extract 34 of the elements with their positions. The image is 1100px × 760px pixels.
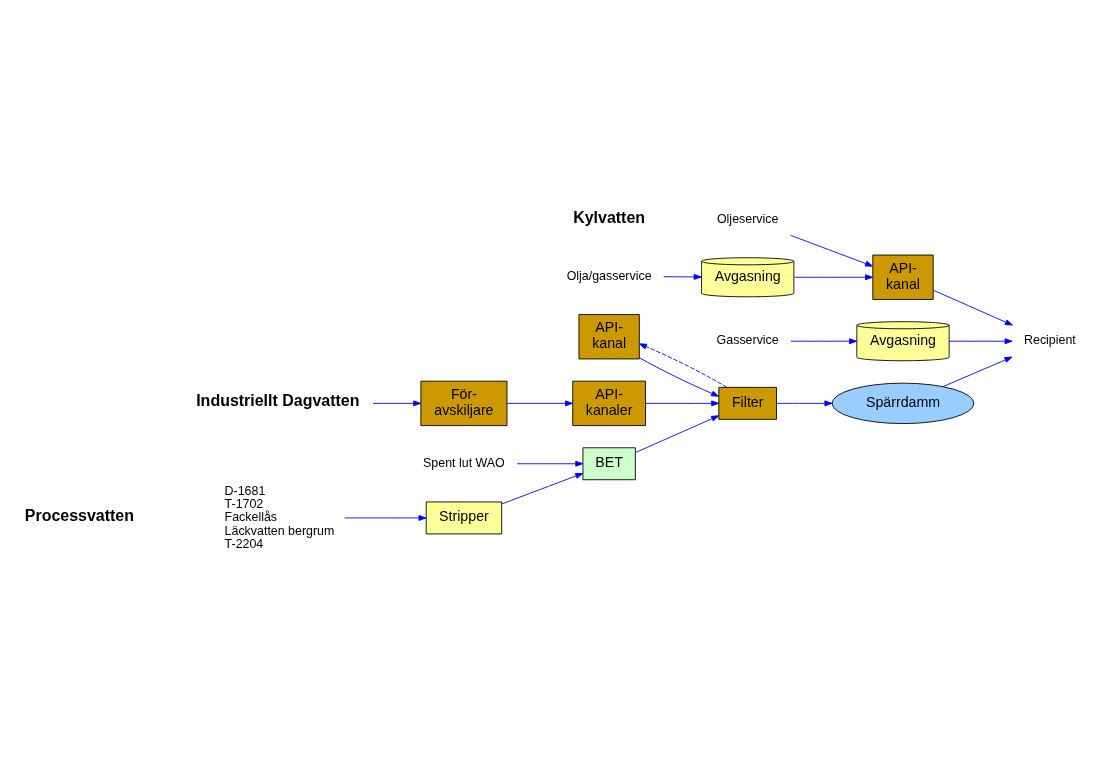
node-text: Gasservice [716, 332, 779, 347]
arrow [942, 356, 1013, 387]
node-box: Stripper [425, 501, 503, 534]
node-text: Industriellt Dagvatten [196, 391, 360, 409]
arrow [501, 472, 584, 504]
node-box: API- kanal [872, 254, 934, 300]
arrow [790, 234, 874, 267]
node-text: Recipient [1024, 332, 1076, 347]
arrow [638, 342, 728, 388]
node-box: För- avskiljare [420, 380, 508, 426]
node-box: API- kanal [578, 313, 640, 359]
arrow [776, 399, 833, 406]
arrow [793, 273, 874, 280]
arrow [790, 337, 858, 344]
label: Processvatten [24, 506, 134, 524]
label: Kylvatten [573, 208, 646, 226]
arrow [506, 399, 574, 406]
arrow [372, 399, 422, 406]
arrow [516, 460, 584, 467]
node-text: D-1681 T-1702 Fackellås Läckvatten bergrum T-2204 [224, 483, 335, 551]
arrow [638, 356, 720, 397]
node-text: Oljeservice [716, 211, 779, 226]
arrow [663, 273, 702, 280]
node-text: Spent lut WAO [423, 455, 505, 470]
arrow [344, 514, 427, 521]
arrow [635, 414, 720, 453]
arrow [932, 289, 1013, 326]
node-box: BET [582, 446, 636, 480]
node-box: Filter [718, 386, 777, 420]
arrow [948, 337, 1013, 344]
arrow [645, 399, 720, 406]
node-box: API- kanaler [572, 380, 646, 426]
node-text: Olja/gasservice [566, 268, 652, 283]
node-ellipse: Spärrdamm [831, 382, 975, 424]
